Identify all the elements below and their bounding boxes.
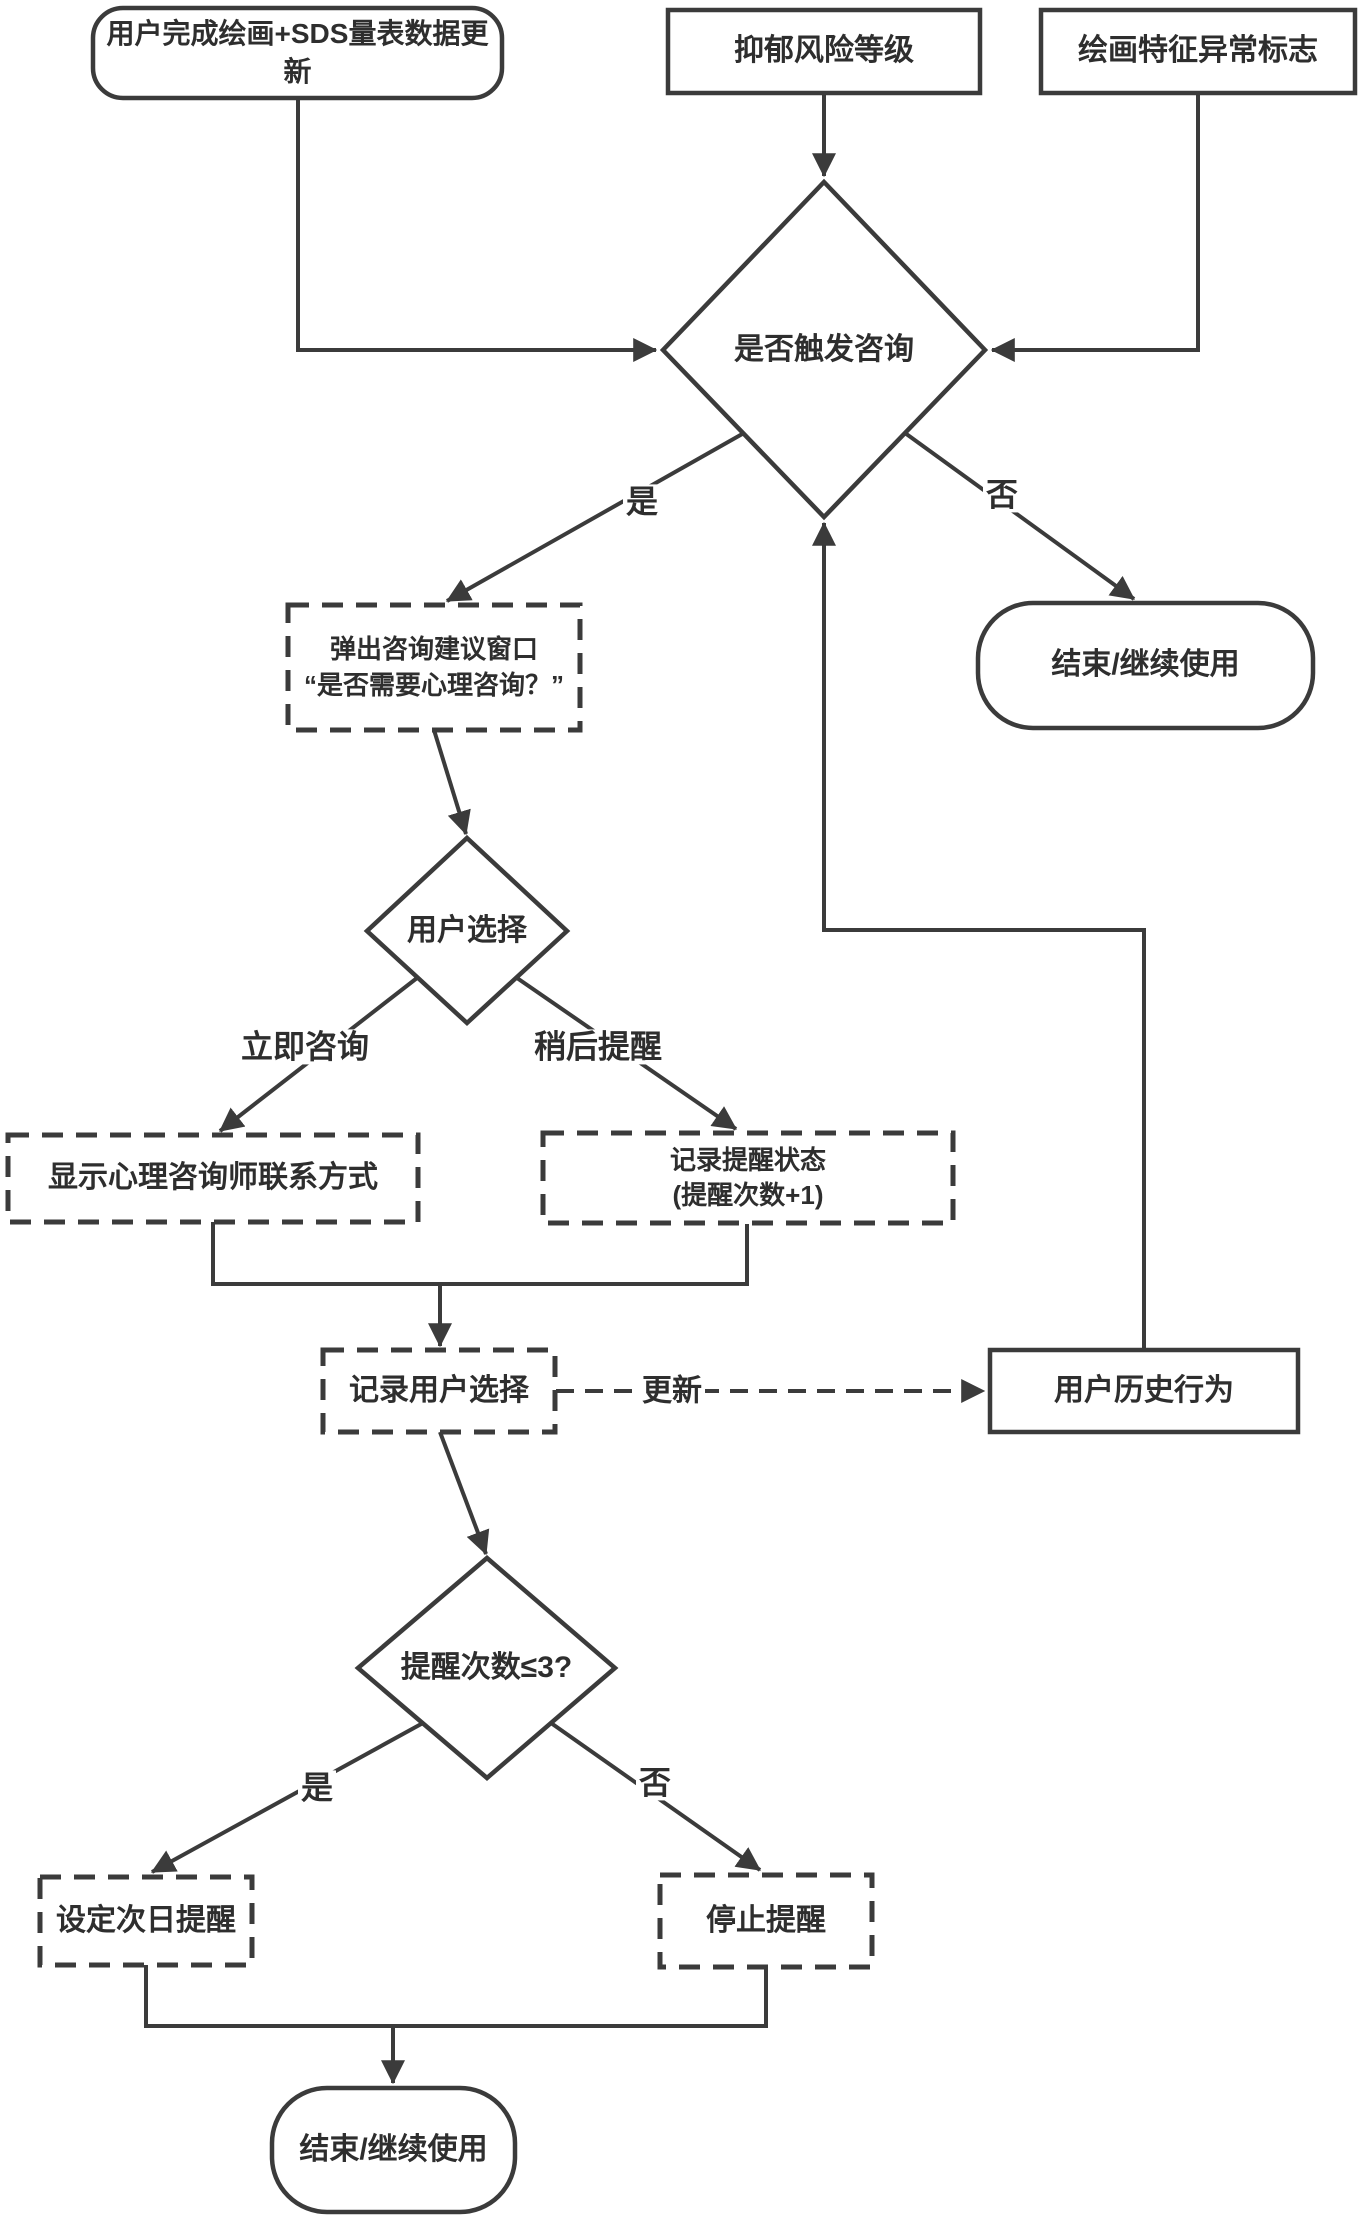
edge-start-to-trigger — [296, 98, 658, 362]
node-shape-end-bottom — [269, 2085, 518, 2215]
edge-trigger-no-to-end — [903, 431, 1136, 601]
edge-flag-to-trigger — [990, 93, 1200, 362]
edge-count-yes-to-set-next — [150, 1721, 424, 1874]
node-shape-risk — [665, 7, 983, 96]
edge-choice-immediate-to-contact — [218, 976, 419, 1133]
edge-popup-to-choice — [432, 729, 471, 836]
node-shape-choice-diamond — [363, 834, 571, 1027]
node-shape-end-right — [975, 600, 1316, 731]
node-shape-start — [90, 5, 505, 101]
node-shape-set-next — [37, 1874, 255, 1968]
node-shape-flag — [1038, 7, 1358, 96]
edge-choice-later-to-record-remind — [515, 976, 738, 1131]
node-shape-count-diamond — [354, 1555, 619, 1781]
node-shape-history — [987, 1347, 1301, 1435]
edge-merge-bottom-bar — [144, 1965, 768, 2028]
edge-trigger-yes-to-popup — [445, 431, 745, 603]
node-shape-record-remind — [540, 1130, 956, 1226]
edge-record-choice-to-count — [438, 1431, 490, 1556]
node-shape-stop — [657, 1872, 875, 1970]
edge-merge-to-record-choice-bar — [211, 1222, 749, 1286]
edge-count-no-to-stop — [549, 1721, 762, 1872]
edge-history-feedback-to-trigger — [812, 521, 1146, 1349]
node-shape-trigger-diamond — [659, 178, 989, 521]
node-shape-show-contact — [5, 1132, 421, 1225]
node-shape-popup — [285, 602, 583, 733]
node-shape-record-choice — [320, 1347, 558, 1435]
